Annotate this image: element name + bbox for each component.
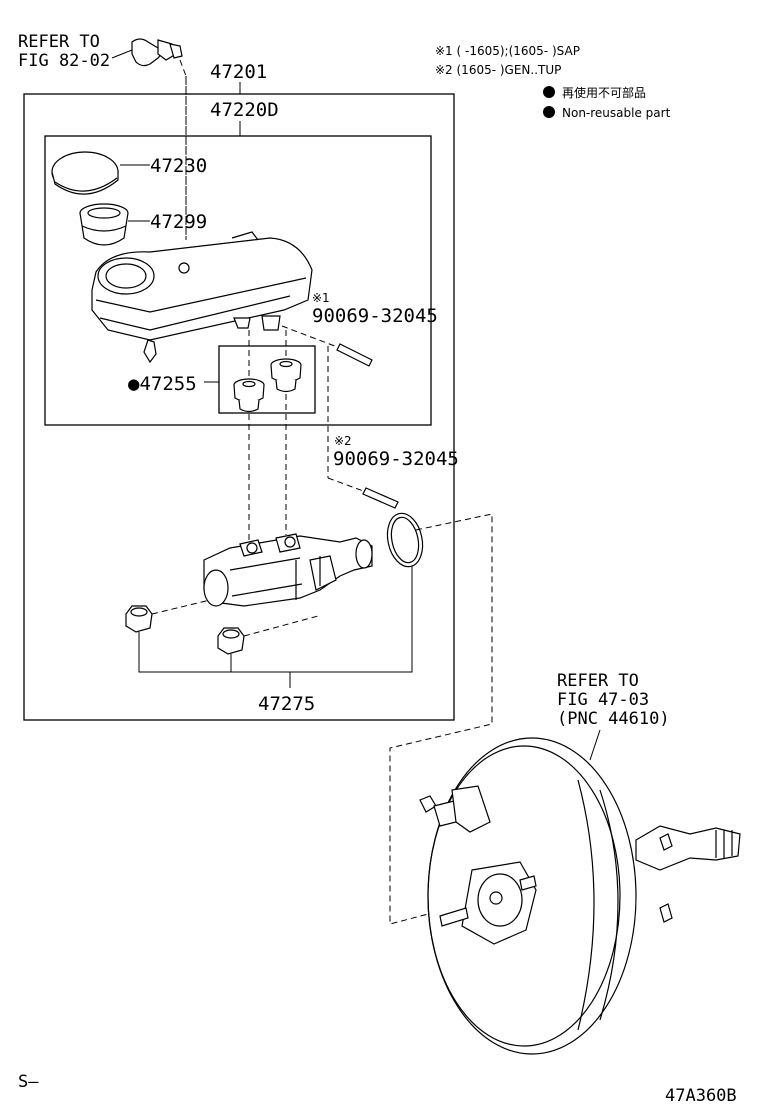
- mounting-dashed-line: [389, 513, 493, 925]
- footer-diagram-code: 47A360B: [665, 1086, 737, 1106]
- legend: ※1 ( -1605);(1605- )SAP ※2 (1605- )GEN..…: [435, 44, 671, 120]
- leader-line: [589, 729, 601, 761]
- flange-nut-icon: [125, 605, 153, 633]
- assembly-frame-47220D: [44, 135, 432, 426]
- nonreusable-bullet-icon: [543, 86, 555, 98]
- legend-nonreusable-en: Non-reusable part: [562, 106, 671, 120]
- label-47201: 47201: [210, 61, 267, 83]
- grommet-box: [218, 345, 316, 414]
- refer-line-2: FIG 47-03: [557, 690, 649, 710]
- pin-dashed-line: [327, 477, 367, 493]
- refer-line-3: (PNC 44610): [557, 709, 670, 729]
- pin-icon: [336, 343, 373, 367]
- pin-dashed-line: [281, 325, 341, 349]
- reservoir-tank-icon: [91, 231, 313, 364]
- refer-fig-82-02[interactable]: REFER TO FIG 82-02: [18, 32, 133, 71]
- legend-note-2: ※2 (1605- )GEN..TUP: [435, 63, 561, 77]
- o-ring-icon: [386, 512, 424, 568]
- refer-fig-47-03[interactable]: REFER TO FIG 47-03 (PNC 44610): [557, 671, 670, 761]
- dashed-line: [243, 615, 319, 637]
- legend-note-1: ※1 ( -1605);(1605- )SAP: [435, 44, 580, 58]
- nonreusable-bullet-icon: [543, 106, 555, 118]
- footer-left: S–: [18, 1072, 39, 1092]
- hose-clip-icon: [131, 38, 183, 67]
- flange-nut-icon: [217, 627, 245, 655]
- legend-nonreusable-jp: 再使用不可部品: [562, 85, 646, 100]
- brake-booster-icon: [419, 737, 741, 1055]
- label-pin-2: 90069-32045: [333, 448, 459, 470]
- dashed-line: [151, 599, 211, 615]
- label-pin-1: 90069-32045: [312, 305, 438, 327]
- refer-line-1: REFER TO: [18, 32, 100, 52]
- label-47255: ●47255: [128, 373, 197, 395]
- refer-line-1: REFER TO: [557, 671, 639, 691]
- label-47230: 47230: [150, 155, 207, 177]
- leader-bracket: [138, 566, 413, 673]
- note-mark-1: ※1: [312, 291, 330, 305]
- hose-dashed-line: [179, 59, 187, 240]
- leader-line: [111, 49, 133, 59]
- refer-line-2: FIG 82-02: [18, 51, 110, 71]
- pin-icon: [362, 487, 399, 509]
- label-47299: 47299: [150, 211, 207, 233]
- reservoir-cap-icon: [51, 151, 119, 195]
- assembly-frame-47201: [23, 93, 455, 721]
- grommet-icon: [233, 378, 265, 413]
- reservoir-strainer-icon: [79, 203, 129, 246]
- grommet-icon: [270, 358, 302, 393]
- note-mark-2: ※2: [334, 434, 352, 448]
- label-47275: 47275: [258, 693, 315, 715]
- label-47220D: 47220D: [210, 99, 279, 121]
- master-cylinder-icon: [203, 533, 373, 607]
